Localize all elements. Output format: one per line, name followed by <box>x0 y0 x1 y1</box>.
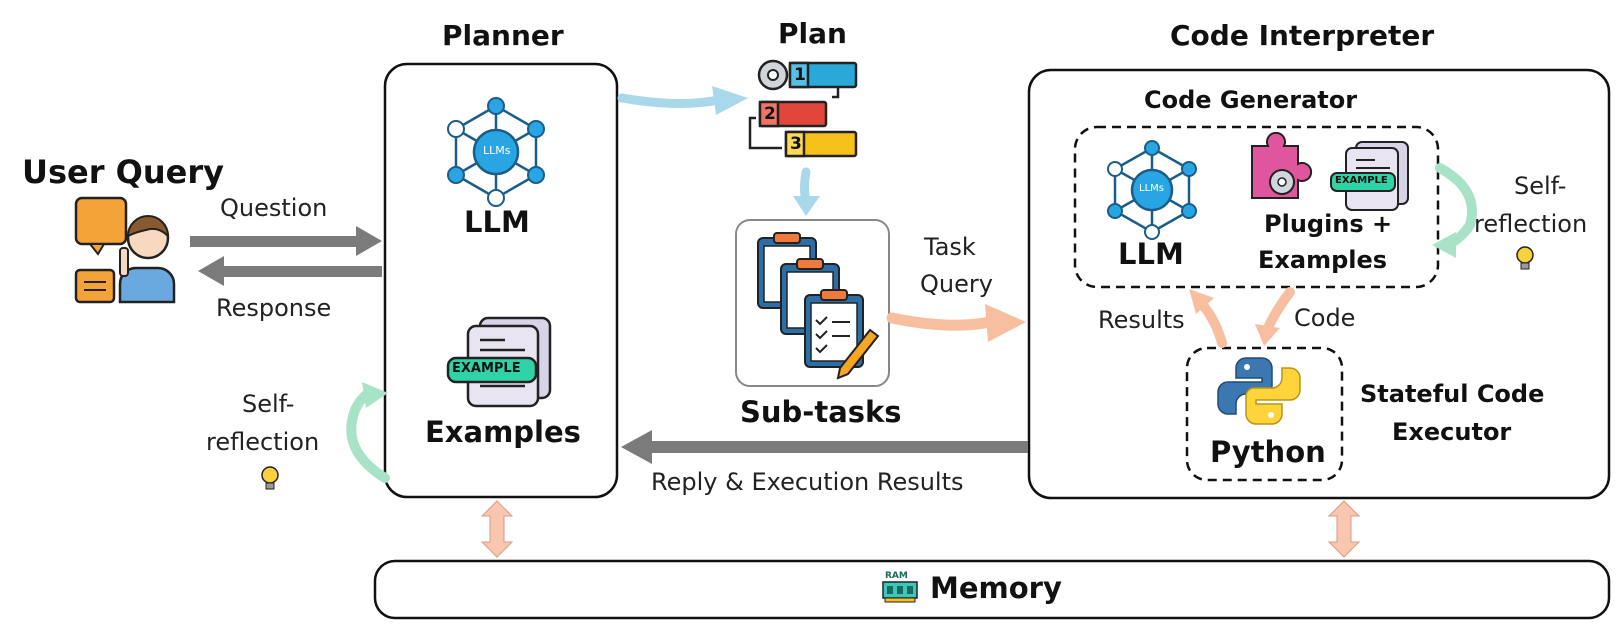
results-arrow <box>1189 289 1227 348</box>
plan-step-3: 3 <box>790 134 802 154</box>
task-query-arrow <box>886 304 1026 342</box>
generator-llm-badge: LLMs <box>1139 183 1164 194</box>
ram-tag: RAM <box>885 571 908 581</box>
planner-example-document-icon <box>446 316 552 408</box>
generator-example-document-icon <box>1330 141 1409 211</box>
plan-steps-icon <box>748 59 858 158</box>
executor-title-line2: Executor <box>1392 418 1512 446</box>
subtasks-clipboard-icon <box>757 232 880 380</box>
question-arrow <box>190 226 382 256</box>
plan-title: Plan <box>778 17 847 50</box>
reply-arrow <box>621 430 1028 464</box>
plan-step-1: 1 <box>794 65 806 85</box>
planner-llm-label: LLM <box>464 205 530 239</box>
code-interpreter-box <box>1027 68 1611 500</box>
planner-to-plan-arrow <box>617 86 748 115</box>
generator-lightbulb-icon <box>1516 246 1534 270</box>
code-arrow <box>1255 287 1295 346</box>
python-label: Python <box>1210 435 1326 469</box>
plan-step-2: 2 <box>764 104 776 124</box>
planner-lightbulb-icon <box>261 466 279 490</box>
generator-llm-label: LLM <box>1118 237 1184 271</box>
generator-llm-network-icon <box>1107 140 1197 240</box>
memory-box <box>373 559 1611 620</box>
results-label: Results <box>1098 306 1185 334</box>
generator-example-tag: EXAMPLE <box>1335 175 1388 186</box>
plugin-puzzle-icon <box>1251 131 1313 199</box>
planner-self-reflection-line1: Self- <box>242 390 295 418</box>
planner-llm-network-icon <box>447 97 545 207</box>
code-label: Code <box>1294 304 1356 332</box>
code-generator-title: Code Generator <box>1144 86 1358 114</box>
planner-self-reflection-line2: reflection <box>206 428 320 456</box>
task-query-line1: Task <box>924 233 976 261</box>
executor-title-line1: Stateful Code <box>1360 380 1545 408</box>
memory-label: Memory <box>930 571 1062 605</box>
code-generator-box <box>1073 125 1440 289</box>
plan-to-subtasks-arrow <box>793 167 820 216</box>
generator-self-reflection-line2: reflection <box>1474 210 1588 238</box>
planner-examples-label: Examples <box>425 415 581 449</box>
subtasks-label: Sub-tasks <box>740 395 902 429</box>
interpreter-memory-arrow <box>1327 500 1361 558</box>
question-label: Question <box>220 194 328 222</box>
planner-self-reflection-arrow <box>346 382 390 483</box>
plugins-label-line1: Plugins + <box>1264 210 1393 238</box>
ram-chip-icon <box>882 581 918 603</box>
planner-box <box>383 62 619 499</box>
reply-label: Reply & Execution Results <box>651 468 964 496</box>
response-arrow <box>198 256 382 286</box>
task-query-line2: Query <box>920 270 993 298</box>
planner-memory-arrow <box>480 500 514 558</box>
planner-llm-badge: LLMs <box>483 144 511 157</box>
code-interpreter-title: Code Interpreter <box>1170 19 1435 52</box>
user-query-title: User Query <box>22 153 224 191</box>
user-avatar-icon <box>74 196 176 304</box>
planner-title: Planner <box>442 19 564 52</box>
generator-self-reflection-line1: Self- <box>1514 172 1567 200</box>
plugins-label-line2: Examples <box>1258 246 1388 274</box>
python-logo-icon <box>1217 357 1301 425</box>
response-label: Response <box>216 294 332 322</box>
planner-example-tag: EXAMPLE <box>452 361 521 376</box>
generator-self-reflection-arrow <box>1432 163 1477 258</box>
